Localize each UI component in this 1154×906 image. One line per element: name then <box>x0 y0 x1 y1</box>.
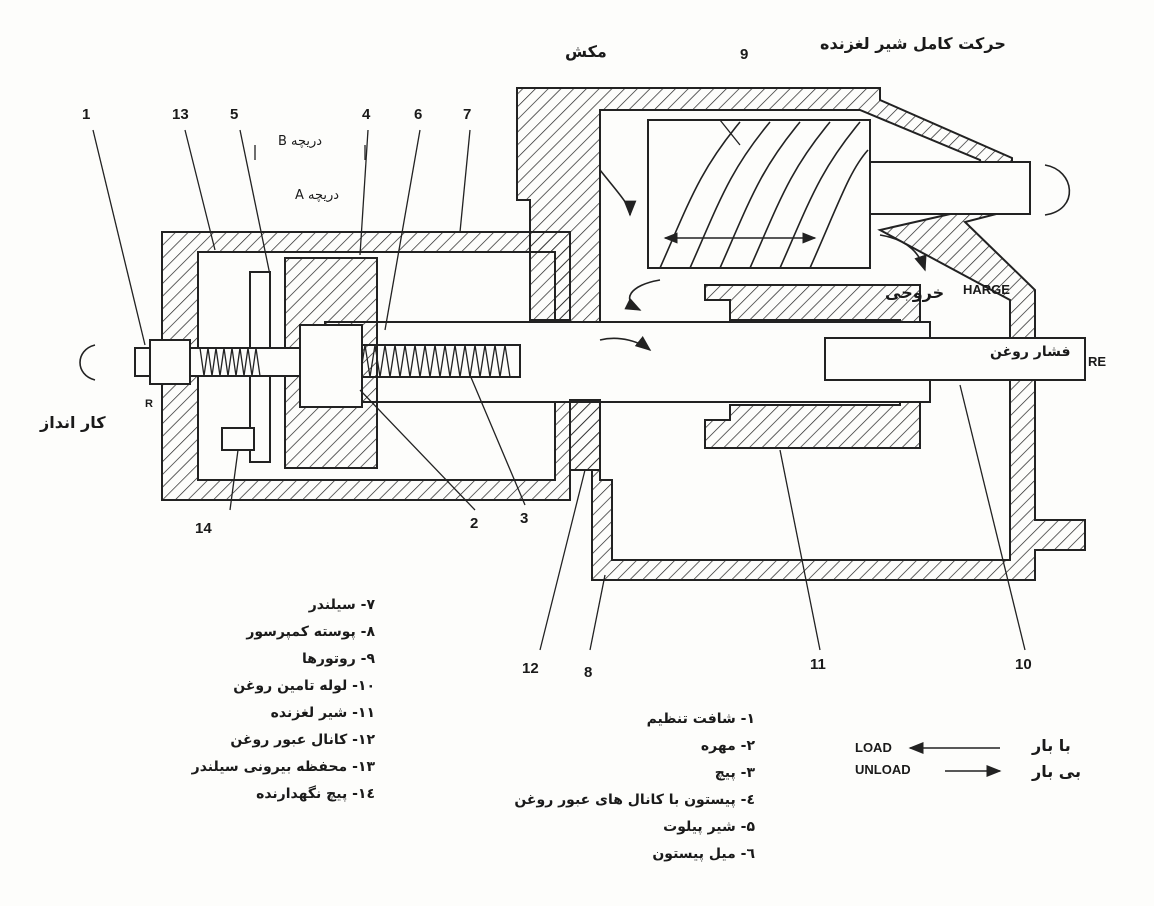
label-oil-pressure: فشار روغن <box>990 344 1071 360</box>
legend-item: ۸- پوسته کمپرسور <box>246 624 375 640</box>
legend-middle: ۱- شافت تنظیم ۲- مهره ۳- پیچ ٤- پیستون ب… <box>455 706 755 868</box>
label-port-a: دریچه A <box>295 188 340 203</box>
rotor-lobes <box>659 121 869 269</box>
legend-item: ۳- پیچ <box>714 765 755 781</box>
cylinder-housing <box>161 231 571 501</box>
label-startup: کار انداز <box>40 413 106 432</box>
oil-channel-wall <box>569 399 601 471</box>
label-suction: مکش <box>565 42 607 61</box>
load-label-en: LOAD <box>855 740 892 755</box>
legend-item: ٦- میل پیستون <box>652 846 755 862</box>
legend-item: ۹- روتورها <box>301 651 375 667</box>
adjust-nut <box>149 339 191 385</box>
label-full-slide-motion: حرکت کامل شیر لغزنده <box>820 34 1006 53</box>
callout-14: 14 <box>195 520 212 537</box>
legend-item: ۲- مهره <box>700 738 755 754</box>
legend-item: ۱۳- محفظه بیرونی سیلندر <box>191 759 375 775</box>
retaining-screw <box>221 427 255 451</box>
unload-label-fa: بی بار <box>1032 762 1081 781</box>
legend-item: ۱٤- پیچ نگهدارنده <box>256 786 375 802</box>
slide-valve <box>704 284 921 449</box>
callout-1: 1 <box>82 106 91 123</box>
callout-6: 6 <box>414 106 423 123</box>
callout-13: 13 <box>172 106 189 123</box>
legend-item: ٤- پیستون با کانال های عبور روغن <box>514 792 755 808</box>
label-port-b: دریچه B <box>278 134 323 149</box>
unload-label-en: UNLOAD <box>855 762 911 777</box>
callout-2: 2 <box>470 515 479 532</box>
callout-4: 4 <box>362 106 371 123</box>
label-discharge: خروجی <box>885 283 945 302</box>
oil-supply-pipe <box>824 337 1086 381</box>
label-oil-pressure-partial: RE <box>1088 354 1107 369</box>
drive-shaft <box>869 161 1031 215</box>
callout-10: 10 <box>1015 656 1032 673</box>
legend-right: ۷- سیلندر ۸- پوسته کمپرسور ۹- روتورها ۱۰… <box>191 592 375 808</box>
callout-7: 7 <box>463 106 472 123</box>
callout-3: 3 <box>520 510 529 527</box>
load-label-fa: با بار <box>1032 736 1071 755</box>
legend-item: ۱۰- لوله تامین روغن <box>233 678 375 694</box>
legend-item: ۱۱- شیر لغزنده <box>270 705 375 721</box>
callout-5: 5 <box>230 106 239 123</box>
legend-item: ۱- شافت تنظیم <box>646 711 755 727</box>
label-startup-partial: R <box>145 398 153 410</box>
legend-item: ۵- شیر پیلوت <box>663 819 755 835</box>
callout-11: 11 <box>810 656 826 673</box>
legend-item: ۷- سیلندر <box>308 597 375 613</box>
label-discharge-partial: HARGE <box>963 282 1010 297</box>
callout-9: 9 <box>740 46 749 63</box>
callout-8: 8 <box>584 664 593 681</box>
callout-12: 12 <box>522 660 539 677</box>
legend-item: ۱۲- کانال عبور روغن <box>230 732 375 748</box>
